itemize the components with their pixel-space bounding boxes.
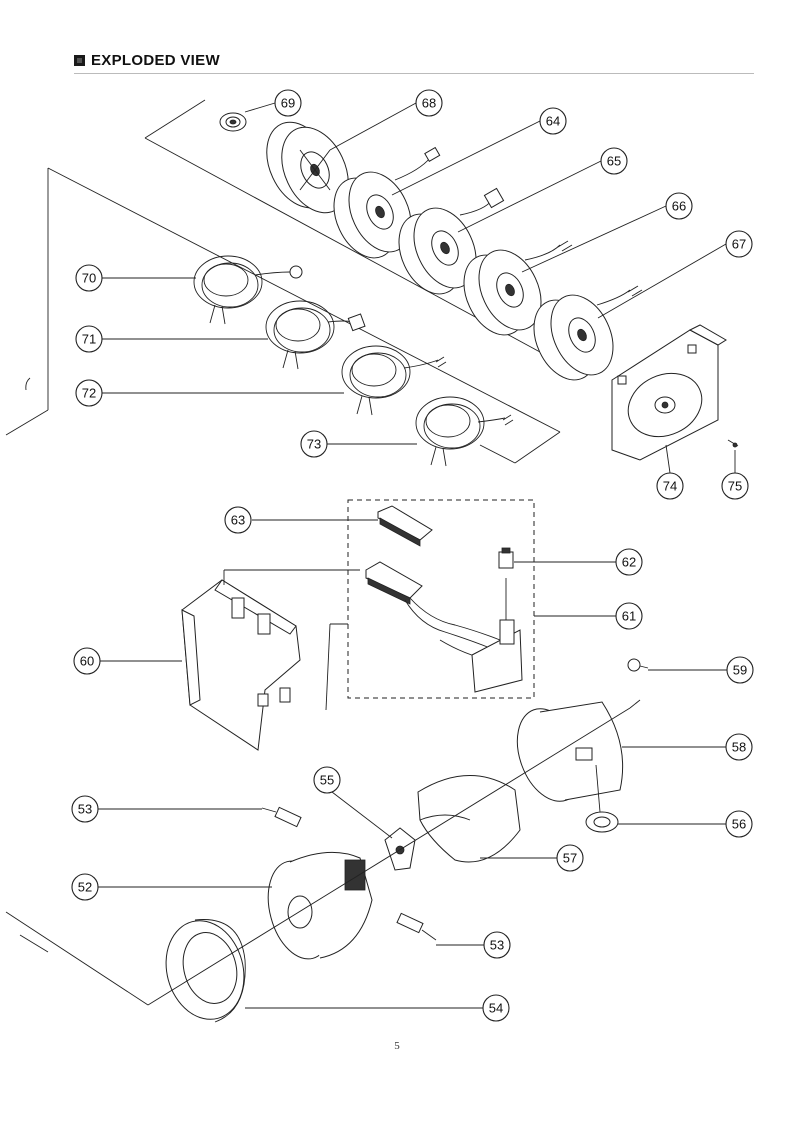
- svg-text:58: 58: [732, 740, 746, 755]
- callout-61: 61: [615, 602, 643, 630]
- part-60-housing: [181, 569, 360, 751]
- svg-text:61: 61: [622, 609, 636, 624]
- callout-57: 57: [556, 844, 584, 872]
- callout-68: 68: [415, 89, 443, 117]
- svg-text:65: 65: [607, 154, 621, 169]
- callout-59: 59: [726, 656, 754, 684]
- part-65-cord-reel: [398, 187, 505, 295]
- callout-71: 71: [75, 325, 103, 353]
- svg-text:75: 75: [728, 479, 742, 494]
- motor-group-outline: [5, 699, 641, 1006]
- part-75-screw: [727, 439, 739, 448]
- callout-62: 62: [615, 548, 643, 576]
- callout-65: 65: [600, 147, 628, 175]
- page-title: EXPLODED VIEW: [91, 52, 220, 69]
- part-62-switch: [498, 547, 514, 569]
- callout-56: 56: [725, 810, 753, 838]
- svg-text:59: 59: [733, 663, 747, 678]
- callout-55: 55: [313, 766, 341, 794]
- part-64-cord-reel: [333, 146, 441, 259]
- part-72-power-cord: [341, 345, 447, 416]
- part-53-carbon-brush-lower: [396, 912, 437, 941]
- callout-72: 72: [75, 379, 103, 407]
- part-56-grommet: [585, 764, 619, 833]
- part-70-power-cord: [193, 255, 303, 325]
- svg-text:67: 67: [732, 237, 746, 252]
- svg-text:60: 60: [80, 654, 94, 669]
- svg-text:54: 54: [489, 1001, 503, 1016]
- part-69-bushing: [219, 112, 247, 132]
- part-55-bracket: [384, 827, 416, 871]
- svg-text:69: 69: [281, 96, 295, 111]
- part-61-wiring-harness: [365, 561, 523, 693]
- part-52-motor: [267, 851, 373, 960]
- callout-58: 58: [725, 733, 753, 761]
- part-53-carbon-brush-upper: [261, 806, 302, 828]
- svg-text:57: 57: [563, 851, 577, 866]
- callout-53-lower: 53: [483, 931, 511, 959]
- part-66-cord-reel: [463, 240, 573, 336]
- svg-text:72: 72: [82, 386, 96, 401]
- callout-67: 67: [725, 230, 753, 258]
- svg-text:56: 56: [732, 817, 746, 832]
- bullet-square-icon: [74, 55, 85, 66]
- callout-63: 63: [224, 506, 252, 534]
- svg-text:52: 52: [78, 880, 92, 895]
- callout-75: 75: [721, 472, 749, 500]
- part-63-terminal-block: [377, 505, 433, 547]
- callout-74: 74: [656, 472, 684, 500]
- wiring-group-outline: [325, 499, 535, 711]
- svg-text:71: 71: [82, 332, 96, 347]
- part-59-knob: [627, 658, 649, 672]
- svg-text:66: 66: [672, 199, 686, 214]
- part-57-foam-filter: [417, 775, 521, 863]
- svg-text:68: 68: [422, 96, 436, 111]
- svg-text:74: 74: [663, 479, 677, 494]
- callout-52: 52: [71, 873, 99, 901]
- callout-64: 64: [539, 107, 567, 135]
- svg-text:64: 64: [546, 114, 560, 129]
- part-73-power-cord: [415, 396, 514, 467]
- svg-text:62: 62: [622, 555, 636, 570]
- section-header: EXPLODED VIEW: [74, 52, 220, 69]
- svg-text:53: 53: [78, 802, 92, 817]
- svg-text:53: 53: [490, 938, 504, 953]
- callout-73: 73: [300, 430, 328, 458]
- svg-text:63: 63: [231, 513, 245, 528]
- part-71-power-cord: [265, 300, 366, 370]
- svg-text:70: 70: [82, 271, 96, 286]
- callout-60: 60: [73, 647, 101, 675]
- callout-70: 70: [75, 264, 103, 292]
- part-74-reel-plate: [611, 324, 727, 461]
- callout-66: 66: [665, 192, 693, 220]
- page-number: 5: [394, 1040, 400, 1052]
- header-rule: [74, 73, 754, 74]
- part-67-cord-reel: [533, 285, 643, 381]
- callout-69: 69: [274, 89, 302, 117]
- callout-53-upper: 53: [71, 795, 99, 823]
- leader-lines: [98, 102, 736, 1009]
- callout-54: 54: [482, 994, 510, 1022]
- svg-text:55: 55: [320, 773, 334, 788]
- svg-text:73: 73: [307, 437, 321, 452]
- cord-reel-group-outline: [5, 99, 561, 464]
- part-58-motor-housing: [516, 701, 624, 802]
